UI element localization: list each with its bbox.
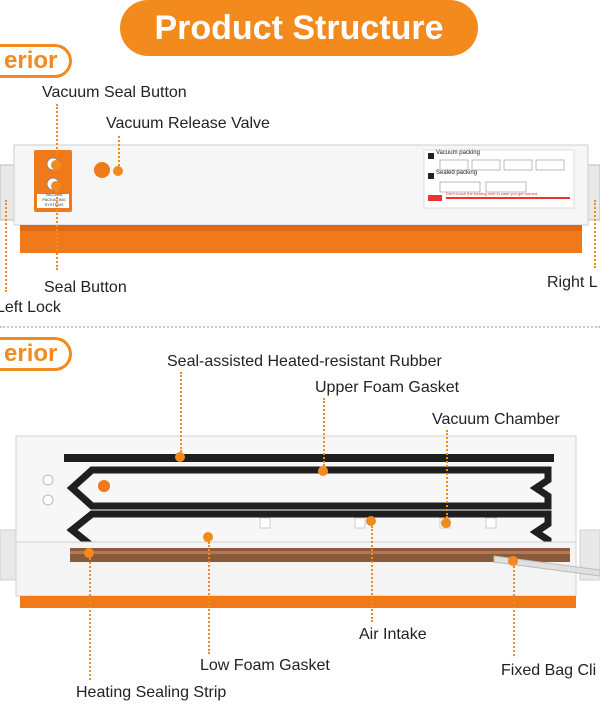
leader-air-intake <box>371 526 373 622</box>
panel-text-line-3: SYSTEMS <box>44 202 64 207</box>
dot-fixed-bag-clip <box>508 556 518 566</box>
dot-rubber <box>175 452 185 462</box>
label-vacuum-release-valve: Vacuum Release Valve <box>106 115 270 132</box>
leader-vacuum-release-valve <box>118 136 120 166</box>
dot-vacuum-release-valve <box>113 166 123 176</box>
instruction-panel <box>423 149 575 209</box>
interior-orange-base <box>20 596 576 608</box>
leader-fixed-bag-clip <box>513 566 515 656</box>
instruction-title-1: Vacuum packing <box>436 150 480 156</box>
section-interior-badge: erior <box>0 337 72 371</box>
leader-low-gasket <box>208 542 210 654</box>
panel-text-line-1: VACUUM <box>45 192 63 197</box>
interior-device-illustration <box>0 435 600 608</box>
fixed-bag-clip <box>493 555 600 577</box>
exterior-device-illustration <box>0 144 600 253</box>
section-divider <box>0 326 600 328</box>
dot-seal-button <box>51 181 61 191</box>
dot-vacuum-chamber <box>441 518 451 528</box>
label-vacuum-chamber: Vacuum Chamber <box>432 411 560 428</box>
leader-rubber <box>180 372 182 452</box>
leader-vacuum-seal-button <box>56 104 58 156</box>
label-low-gasket: Low Foam Gasket <box>200 657 330 674</box>
upper-foam-gasket <box>66 466 552 510</box>
leader-heating-strip <box>89 558 91 680</box>
leader-left-lock <box>5 200 7 292</box>
low-foam-gasket <box>66 510 552 550</box>
page-title: Product Structure <box>120 0 478 56</box>
panel-text-line-2: PACKAGING <box>42 197 66 202</box>
dot-upper-gasket <box>318 466 328 476</box>
label-right-lock: Right L <box>547 274 598 291</box>
section-interior-label: erior <box>4 340 58 367</box>
instruction-title-2: Sealed packing <box>436 170 478 176</box>
label-vacuum-seal-button: Vacuum Seal Button <box>42 84 187 101</box>
vacuum-release-valve <box>94 162 110 178</box>
section-exterior-badge: erior <box>0 44 72 78</box>
dot-air-intake <box>366 516 376 526</box>
label-rubber: Seal-assisted Heated-resistant Rubber <box>167 353 442 370</box>
panel-text: VACUUM PACKAGING SYSTEMS <box>36 192 72 207</box>
dot-low-gasket <box>203 532 213 542</box>
leader-upper-gasket <box>323 398 325 466</box>
leader-vacuum-chamber <box>446 430 448 518</box>
section-exterior-label: erior <box>4 47 58 74</box>
label-upper-gasket: Upper Foam Gasket <box>315 379 460 396</box>
device-lid <box>15 435 577 543</box>
instruction-warning: Don't touch the heating wire in case you… <box>446 191 539 196</box>
label-fixed-bag-clip: Fixed Bag Cli <box>501 662 597 679</box>
label-air-intake: Air Intake <box>359 626 427 643</box>
label-heating-strip: Heating Sealing Strip <box>76 684 227 701</box>
dot-heating-strip <box>84 548 94 558</box>
dot-vacuum-seal-button <box>51 160 61 170</box>
leader-seal-button <box>56 190 58 270</box>
rubber-strip <box>64 454 554 462</box>
label-seal-button: Seal Button <box>44 279 127 296</box>
label-left-lock: Left Lock <box>0 299 61 316</box>
leader-right-lock <box>594 200 596 268</box>
